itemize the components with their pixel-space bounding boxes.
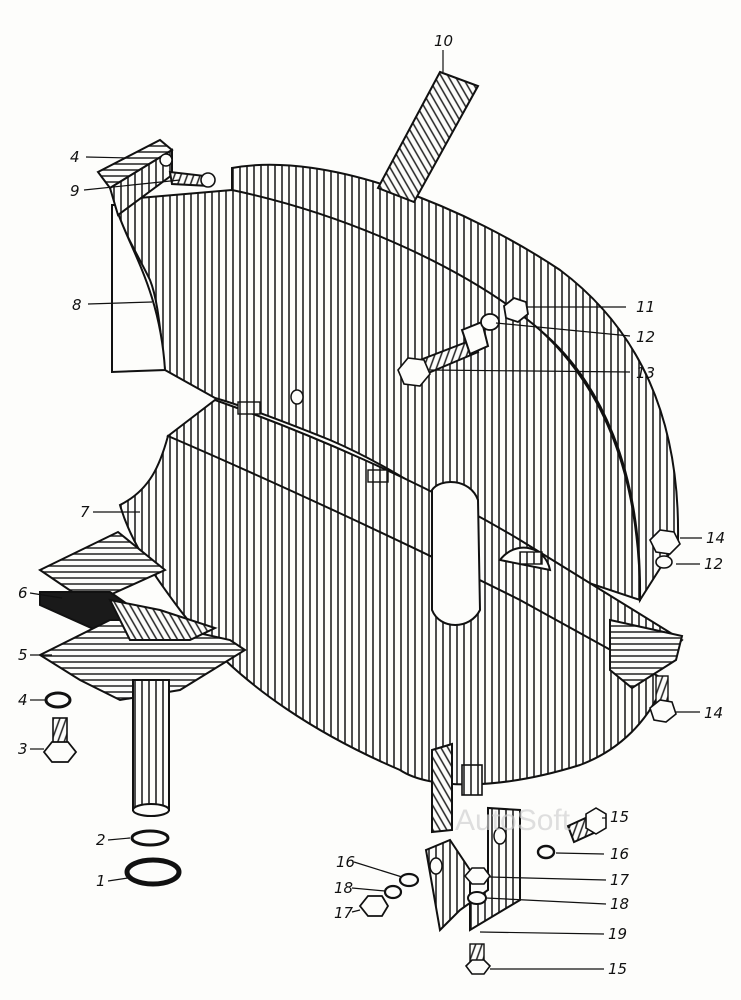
callout-1: 1 [96, 872, 106, 890]
washer-4 [44, 691, 72, 709]
bottom-bracket-assembly [358, 742, 607, 975]
mounting-assembly [37, 530, 247, 887]
washer-16-left [398, 872, 420, 888]
callout-19: 19 [608, 925, 627, 943]
bracket-hole-b [493, 827, 507, 845]
callout-12-lower: 12 [704, 555, 723, 573]
callout-16-right: 16 [610, 845, 629, 863]
watermark: AutoSoft [455, 804, 571, 837]
callout-4-top: 4 [70, 148, 80, 166]
upper-guard-hole [290, 389, 304, 405]
fastener-set-upper [397, 296, 529, 387]
bracket-hole-a [429, 857, 443, 875]
washer-16-right [536, 844, 556, 860]
spacer-block-b [367, 469, 389, 483]
nut-17-left [358, 895, 390, 917]
nut-14-lower [649, 699, 677, 723]
bolt-9-head [200, 172, 216, 188]
washer-12-lower [655, 555, 673, 569]
lower-guard-slot [431, 480, 482, 626]
callout-8: 8 [72, 296, 82, 314]
callout-18-right: 18 [610, 895, 629, 913]
bolt-3-head [42, 741, 78, 763]
lower-guard-end-plate [609, 618, 684, 690]
top-bracket-washer [159, 153, 173, 167]
shaft [132, 679, 170, 811]
callout-17-left: 17 [334, 904, 354, 922]
callout-12-upper: 12 [636, 328, 655, 346]
washer-18-center [467, 891, 487, 905]
washer-12 [480, 313, 500, 331]
nut-11 [503, 296, 529, 324]
callout-16-left: 16 [336, 853, 355, 871]
callout-7: 7 [80, 503, 90, 521]
callout-labels: 4 9 8 10 11 12 13 14 12 14 7 6 5 4 3 2 1… [18, 32, 725, 978]
belt-strip-10 [376, 70, 480, 204]
bolt-15-upper-head [585, 807, 607, 835]
top-bracket [96, 138, 216, 217]
callout-15-lower: 15 [608, 960, 627, 978]
bolt-15-lower-head [464, 959, 492, 975]
lower-pin [461, 764, 483, 796]
callout-6: 6 [18, 584, 28, 602]
callout-9: 9 [70, 182, 80, 200]
callout-15-upper: 15 [610, 808, 629, 826]
callout-17-right: 17 [610, 871, 630, 889]
spacer-block-a [237, 401, 261, 415]
callout-13: 13 [636, 364, 655, 382]
plate-5-rib [108, 598, 218, 641]
callout-2: 2 [96, 831, 106, 849]
callout-14-upper: 14 [706, 529, 725, 547]
callout-11: 11 [636, 298, 655, 316]
callout-3: 3 [18, 740, 28, 758]
bolt-13-head [397, 357, 431, 387]
spacer-block-c [519, 551, 543, 565]
washer-18-left [383, 884, 403, 900]
nut-17-center [463, 867, 491, 885]
shaft-end [132, 803, 170, 817]
leader-lines [29, 50, 702, 970]
strap-plate [431, 742, 453, 834]
upper-guard-cutout [111, 204, 167, 374]
callout-18-left: 18 [334, 879, 353, 897]
tab-washer-12 [460, 320, 490, 356]
ring-1 [124, 857, 182, 887]
washer-2 [130, 829, 170, 847]
nut-14-upper [649, 529, 681, 555]
callout-4-lower: 4 [18, 691, 28, 709]
callout-14-lower: 14 [704, 704, 723, 722]
upper-guard-half [111, 163, 680, 604]
callout-10: 10 [434, 32, 453, 50]
callout-5: 5 [18, 646, 28, 664]
